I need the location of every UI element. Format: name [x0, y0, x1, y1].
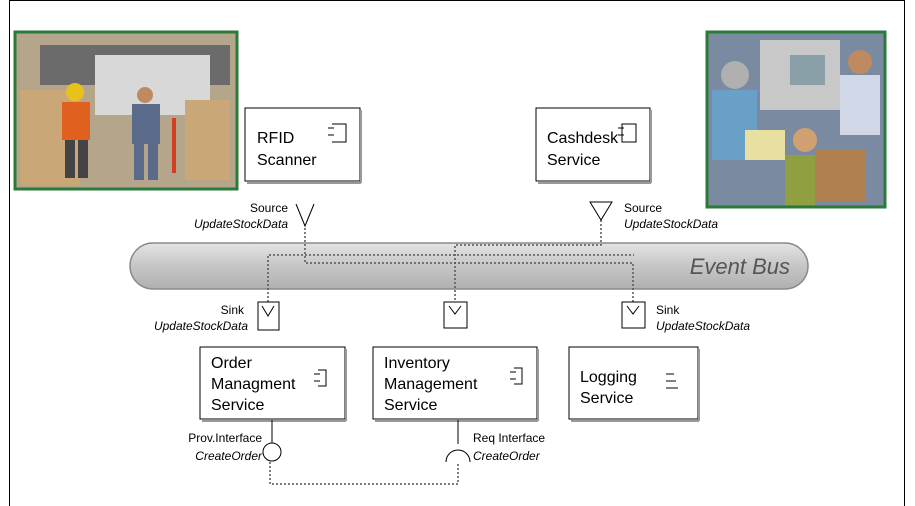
order-management-component[interactable]: Order Managment Service: [199, 346, 346, 420]
event-bus: Event Bus: [129, 242, 809, 290]
inventory-title-line2: Management: [384, 376, 478, 393]
cashdesk-source-name: UpdateStockData: [624, 217, 718, 231]
order-title-line3: Service: [211, 397, 264, 414]
diagram-frame: [9, 0, 905, 506]
logging-sink-name: UpdateStockData: [656, 319, 750, 333]
logging-title-line1: Logging: [580, 369, 637, 386]
order-provided-interface: Prov.Interface CreateOrder: [188, 420, 282, 463]
rfid-source-name: UpdateStockData: [194, 217, 288, 231]
cashdesk-source-port: Source UpdateStockData: [589, 201, 718, 231]
logging-sink-port: Sink UpdateStockData: [621, 301, 750, 333]
inventory-required-interface: Req Interface CreateOrder: [445, 420, 545, 463]
inventory-title-line3: Service: [384, 397, 437, 414]
inventory-req-role: Req Interface: [473, 431, 545, 445]
component-icon: [510, 367, 523, 385]
cashdesk-source-role: Source: [624, 201, 662, 215]
event-bus-label: Event Bus: [690, 254, 790, 279]
order-sink-port: Sink UpdateStockData: [154, 301, 280, 333]
inventory-sink-port: [443, 301, 468, 329]
order-prov-name: CreateOrder: [195, 449, 263, 463]
rfid-source-port: Source UpdateStockData: [194, 201, 315, 231]
cashdesk-photo: [705, 30, 887, 209]
component-icon: [328, 123, 347, 143]
bus-connections: [267, 220, 634, 485]
order-sink-role: Sink: [221, 303, 245, 317]
cashdesk-service-component[interactable]: Cashdesk Service: [535, 107, 651, 182]
component-icon: [618, 123, 637, 143]
rfid-title-line2: Scanner: [257, 152, 317, 169]
cashdesk-title-line1: Cashdesk: [547, 130, 619, 147]
order-sink-name: UpdateStockData: [154, 319, 248, 333]
order-title-line2: Managment: [211, 376, 296, 393]
logging-service-component[interactable]: Logging Service: [568, 346, 699, 420]
cashdesk-title-line2: Service: [547, 152, 600, 169]
rfid-title-line1: RFID: [257, 130, 294, 147]
logging-sink-role: Sink: [656, 303, 680, 317]
rfid-scanner-component[interactable]: RFID Scanner: [244, 107, 361, 182]
logging-title-line2: Service: [580, 390, 633, 407]
order-prov-role: Prov.Interface: [188, 431, 262, 445]
component-icon: [314, 369, 327, 387]
rfid-source-role: Source: [250, 201, 288, 215]
order-title-line1: Order: [211, 355, 253, 372]
inventory-title-line1: Inventory: [384, 355, 450, 372]
inventory-req-name: CreateOrder: [473, 449, 541, 463]
inventory-management-component[interactable]: Inventory Management Service: [372, 346, 538, 420]
component-icon: [666, 373, 678, 389]
warehouse-photo: [13, 30, 239, 191]
